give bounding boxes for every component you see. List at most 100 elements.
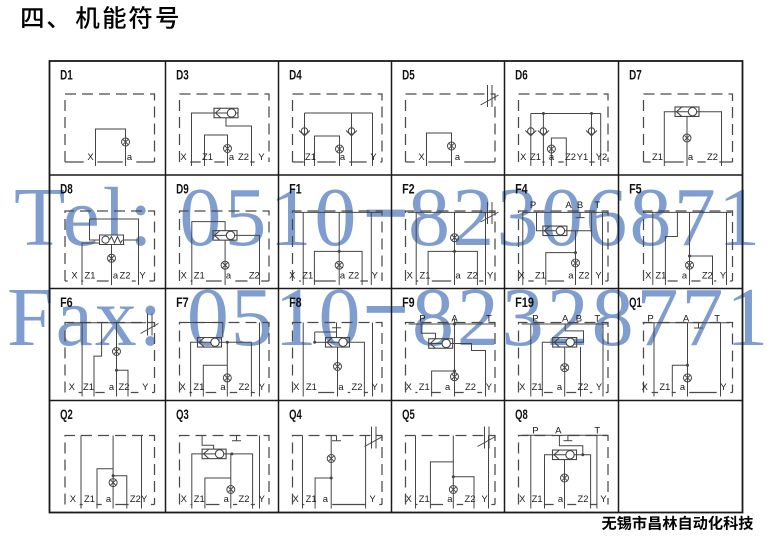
svg-text:Tel: 0510: Tel: 0510 (14, 171, 359, 264)
svg-text:Z2: Z2 (119, 381, 130, 392)
svg-text:a: a (688, 151, 694, 162)
svg-text:X: X (407, 270, 414, 281)
svg-text:Z2: Z2 (348, 270, 359, 281)
svg-text:Y: Y (259, 381, 266, 392)
svg-text:Y: Y (372, 381, 379, 392)
svg-text:B: B (577, 200, 583, 211)
svg-text:a: a (682, 270, 688, 281)
svg-text:Q3: Q3 (176, 407, 189, 422)
svg-text:a: a (558, 493, 564, 504)
svg-text:Z2: Z2 (465, 381, 476, 392)
svg-text:Y: Y (142, 381, 149, 392)
svg-text:Z2: Z2 (578, 493, 589, 504)
svg-text:X: X (70, 493, 77, 504)
svg-text:Z2: Z2 (578, 381, 589, 392)
svg-text:Q8: Q8 (515, 407, 528, 422)
svg-text:Y: Y (258, 151, 265, 162)
svg-text:a: a (340, 151, 346, 162)
svg-text:Q4: Q4 (289, 407, 302, 422)
svg-text:D7: D7 (629, 68, 642, 83)
svg-text:Y: Y (596, 381, 603, 392)
svg-text:Z1: Z1 (84, 493, 95, 504)
svg-text:Y: Y (595, 270, 602, 281)
svg-text:Z2: Z2 (130, 493, 141, 504)
svg-text:Z1: Z1 (419, 381, 430, 392)
svg-text:X: X (179, 381, 186, 392)
svg-text:Z1: Z1 (535, 270, 546, 281)
svg-text:F9: F9 (402, 295, 415, 310)
svg-text:X: X (520, 151, 527, 162)
svg-text:Y: Y (720, 381, 727, 392)
svg-text:a: a (127, 151, 133, 162)
svg-text:A: A (555, 426, 562, 437)
svg-text:F7: F7 (176, 295, 189, 310)
svg-text:T: T (594, 200, 600, 211)
svg-text:Y: Y (487, 270, 494, 281)
svg-text:Z2: Z2 (238, 151, 249, 162)
svg-text:X: X (69, 381, 76, 392)
svg-text:a: a (447, 493, 453, 504)
svg-text:X: X (292, 493, 299, 504)
svg-text:A: A (683, 314, 690, 325)
svg-text:Y: Y (600, 493, 607, 504)
svg-text:P: P (530, 200, 536, 211)
svg-text:X: X (642, 381, 649, 392)
svg-text:a: a (680, 381, 686, 392)
svg-text:D3: D3 (176, 68, 189, 83)
svg-text:a: a (455, 270, 461, 281)
svg-text:a: a (323, 493, 329, 504)
svg-text:F6: F6 (60, 295, 73, 310)
svg-text:a: a (220, 381, 226, 392)
svg-text:D6: D6 (515, 68, 528, 83)
svg-text:Z2: Z2 (565, 151, 576, 162)
svg-text:Y: Y (720, 270, 727, 281)
svg-text:Y: Y (369, 493, 376, 504)
svg-text:Z1: Z1 (652, 151, 663, 162)
svg-text:D9: D9 (176, 182, 189, 197)
svg-text:Z1: Z1 (305, 151, 316, 162)
svg-text:F8: F8 (289, 295, 302, 310)
svg-text:Z1: Z1 (659, 381, 670, 392)
svg-text:Y2: Y2 (596, 151, 607, 162)
svg-text:Z2: Z2 (239, 493, 250, 504)
svg-text:F5: F5 (629, 182, 642, 197)
svg-text:Fax: 0510: Fax: 0510 (7, 271, 362, 364)
svg-text:Z1: Z1 (655, 270, 666, 281)
svg-text:Z1: Z1 (85, 270, 96, 281)
svg-text:Y: Y (481, 493, 488, 504)
svg-text:Z1: Z1 (532, 493, 543, 504)
svg-text:Z2: Z2 (579, 270, 590, 281)
svg-text:a: a (549, 151, 555, 162)
svg-text:Z2: Z2 (702, 270, 713, 281)
svg-text:A: A (565, 200, 572, 211)
svg-text:a: a (113, 270, 119, 281)
svg-text:Y: Y (259, 493, 266, 504)
svg-text:Y: Y (141, 493, 148, 504)
svg-text:X: X (181, 493, 188, 504)
svg-text:Z2: Z2 (465, 493, 476, 504)
svg-text:Z1: Z1 (193, 381, 204, 392)
svg-text:a: a (224, 493, 230, 504)
svg-text:D1: D1 (60, 68, 73, 83)
svg-text:F2: F2 (402, 182, 415, 197)
svg-text:Z2: Z2 (249, 270, 260, 281)
svg-text:X: X (405, 493, 412, 504)
svg-text:X: X (181, 270, 188, 281)
svg-text:D5: D5 (402, 68, 415, 83)
svg-text:a: a (229, 151, 235, 162)
svg-text:Z2: Z2 (707, 151, 718, 162)
svg-text:X: X (293, 381, 300, 392)
svg-text:B: B (576, 314, 582, 325)
svg-text:T: T (594, 426, 600, 437)
svg-text:F1: F1 (289, 182, 302, 197)
svg-text:Z1: Z1 (530, 151, 541, 162)
svg-text:Z2: Z2 (239, 381, 250, 392)
svg-text:Y: Y (370, 151, 377, 162)
svg-text:X: X (518, 270, 525, 281)
svg-text:Z1: Z1 (194, 270, 205, 281)
svg-text:X: X (645, 270, 652, 281)
svg-text:Q5: Q5 (402, 407, 415, 422)
svg-text:Z2: Z2 (467, 270, 478, 281)
svg-text:Q2: Q2 (60, 407, 73, 422)
svg-text:F4: F4 (515, 182, 528, 197)
